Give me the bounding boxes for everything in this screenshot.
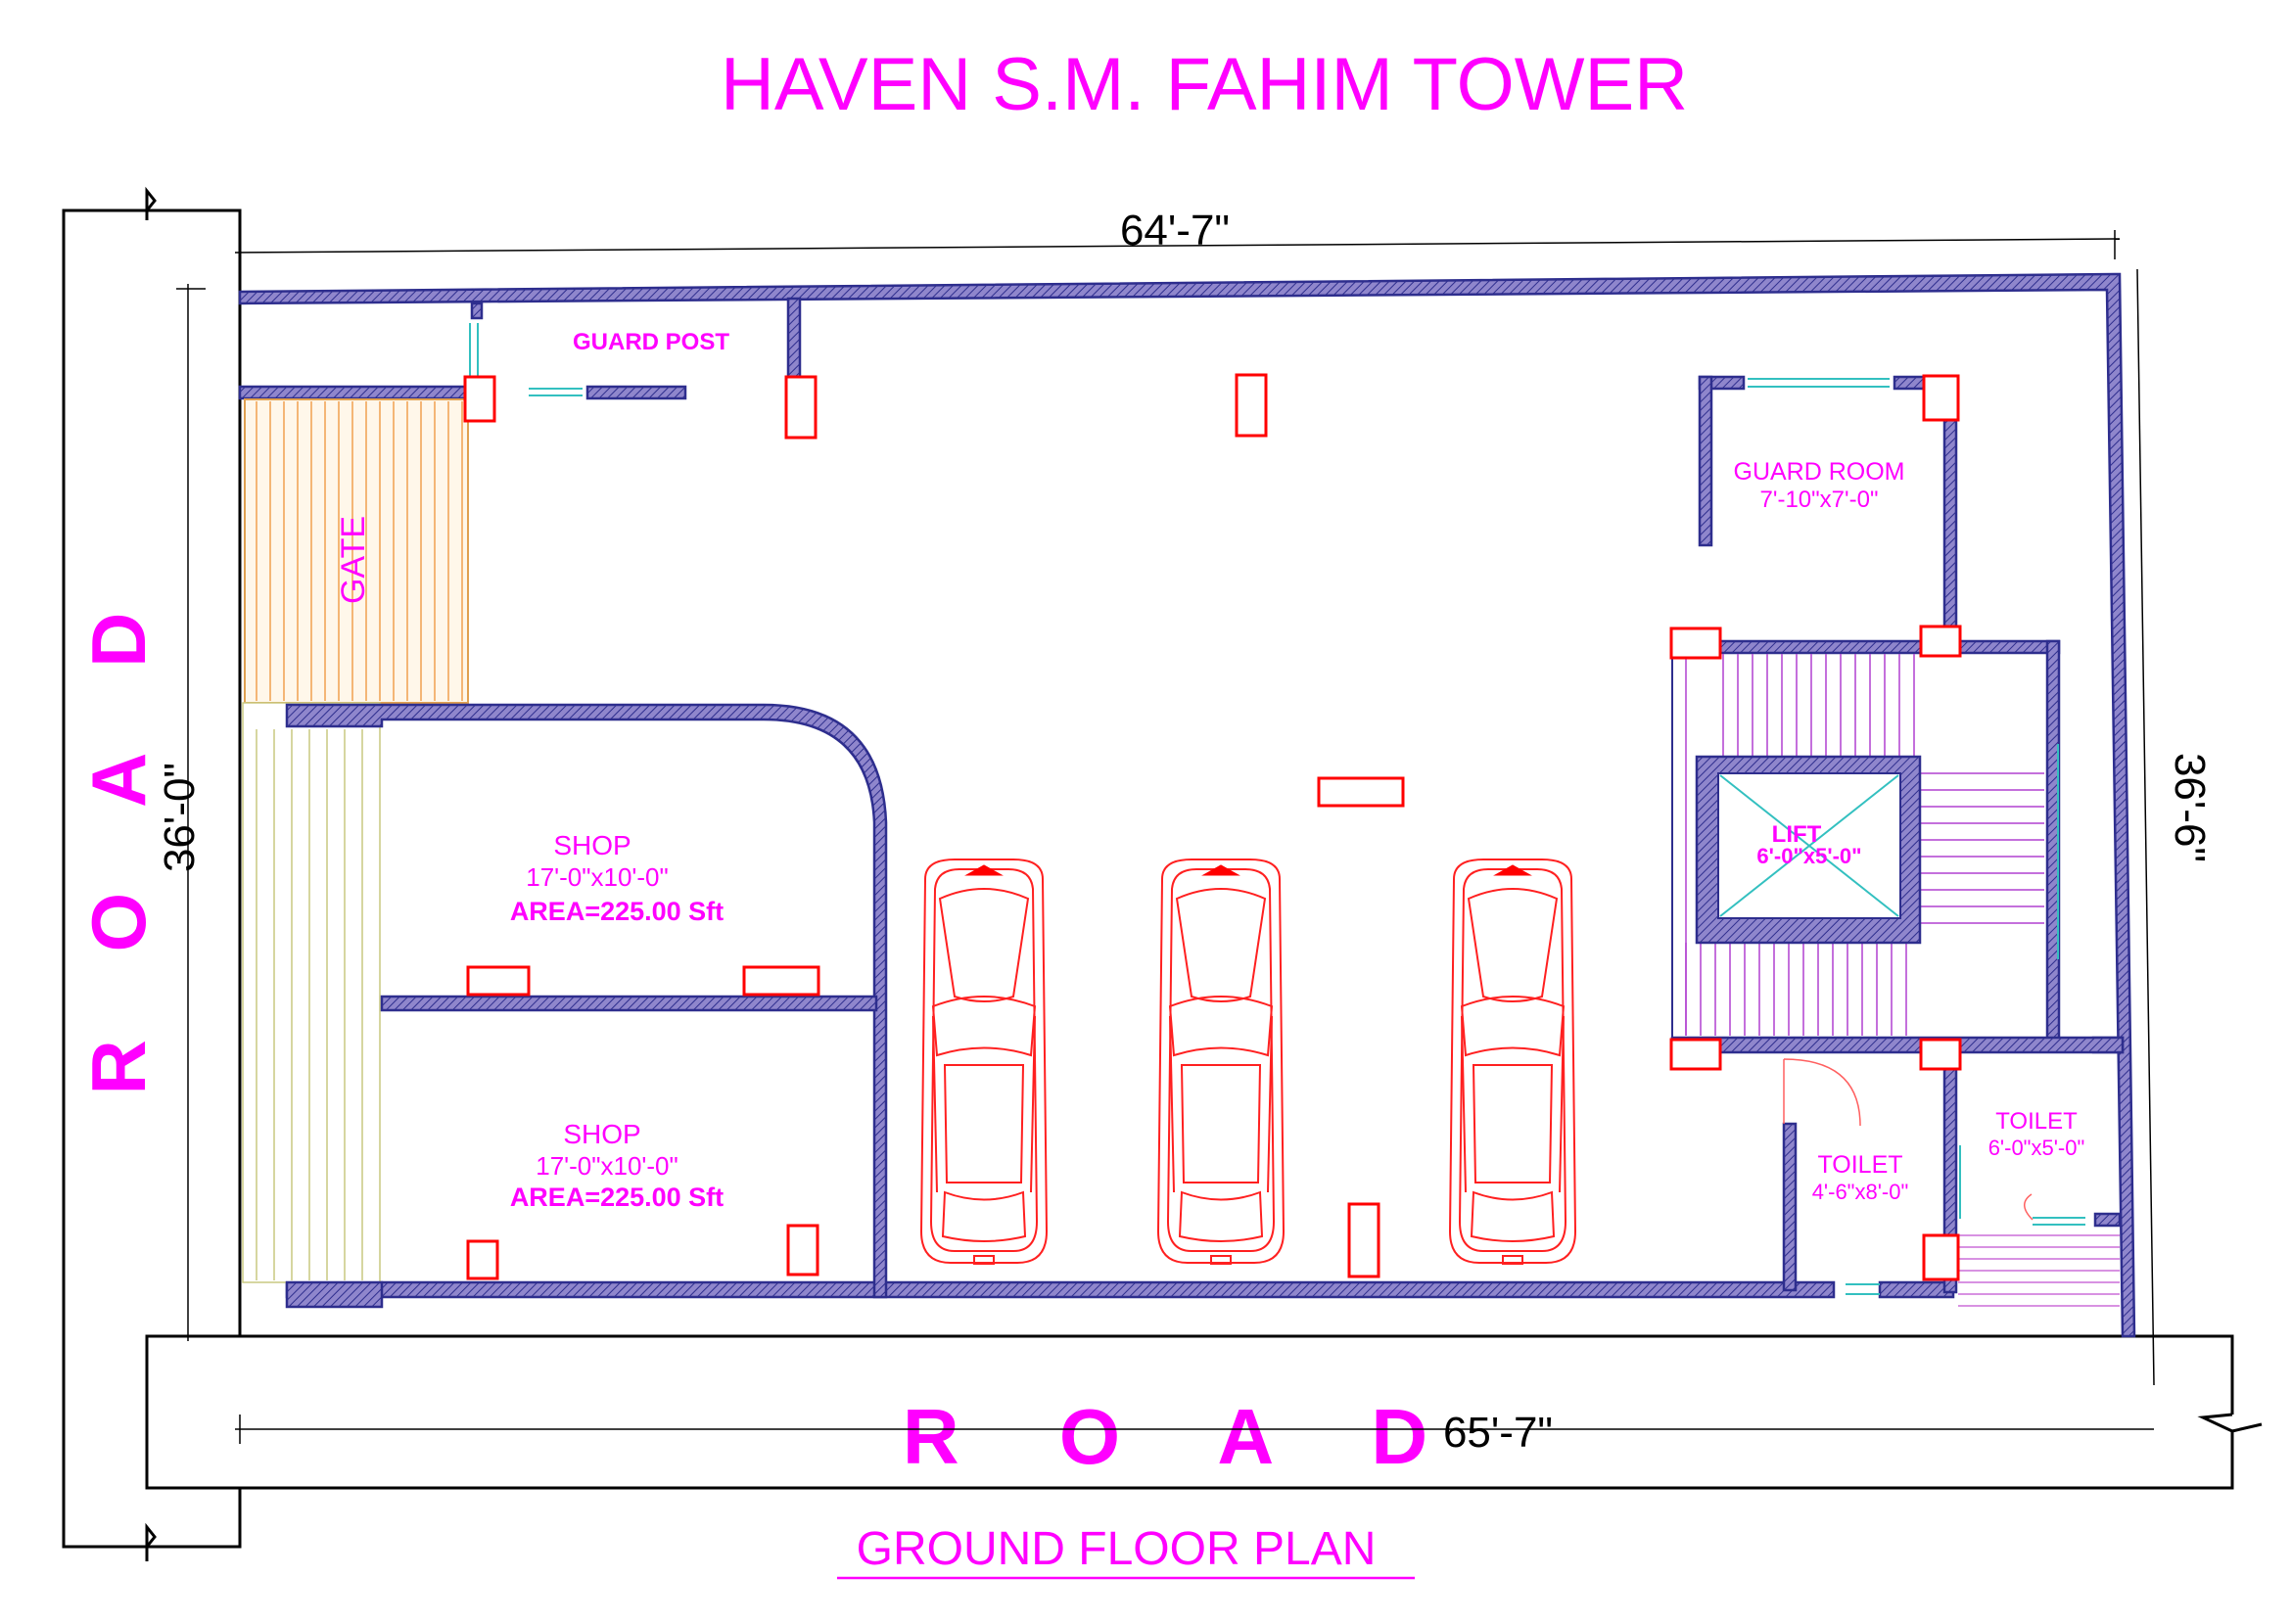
gate-area: GATE [244,398,469,704]
car-roof [943,1064,1025,1183]
toilet1-size: 4'-6"x8'-0" [1812,1180,1909,1204]
car-windshield [1168,996,1274,1057]
column [742,965,820,997]
column [463,375,496,423]
car-plate [1210,1255,1232,1265]
column [1317,776,1405,808]
toilet-walls [1782,1045,2122,1307]
car-side-line [1559,1015,1565,1193]
guard-room-size: 7'-10"x7'-0" [1760,487,1879,513]
car-side-line [932,1015,938,1193]
dimension-bottom: 65'-7" [1443,1409,1553,1457]
shop1-area: AREA=225.00 Sft [510,897,724,926]
column [786,1224,819,1276]
shop1-size: 17'-0"x10'-0" [526,862,668,892]
toilet2-size: 6'-0"x5'-0" [1988,1136,2085,1160]
dimension-top: 64'-7" [1120,207,1230,255]
car-side-line [1461,1015,1467,1193]
car-front-mark [964,864,1004,876]
entrance-steps [242,702,381,1283]
stair-core [1670,639,2125,1054]
car-outline [1166,868,1276,1252]
lift-size: 6'-0"x5'-0" [1756,844,1861,868]
column [784,375,818,440]
car [1156,858,1286,1265]
shop2-name: SHOP [563,1119,640,1149]
car-rear [1178,1190,1264,1242]
car [1448,858,1577,1265]
car-windshield [1460,996,1566,1057]
car-roof [1180,1064,1262,1183]
guard-post-label: GUARD POST [573,329,729,355]
page-title: HAVEN S.M. FAHIM TOWER [721,43,1688,126]
column [1235,373,1268,438]
guard-room-walls [1698,375,1958,638]
car-roof [1472,1064,1554,1183]
guard-post-walls [238,297,802,400]
bottom-road: R O A D [240,1334,2263,1490]
dimension-right: 36'-6" [2166,753,2214,862]
car-hood [938,888,1030,1002]
shop1-name: SHOP [553,830,631,860]
car-windshield [931,996,1037,1057]
gate-label: GATE [335,516,372,604]
car-plate [1502,1255,1523,1265]
car-front-mark [1493,864,1532,876]
car-body [1448,858,1577,1264]
car-side-line [1030,1015,1036,1193]
outer-walls [238,272,2136,1338]
guard-room-name: GUARD ROOM [1734,458,1905,486]
shops-block [285,703,888,1309]
car-hood [1467,888,1559,1002]
column [466,965,531,997]
road-bottom-label: R O A D [903,1393,1467,1480]
left-road: R O A D [62,186,242,1561]
car-outline [1458,868,1567,1252]
car-side-line [1169,1015,1175,1193]
column [1922,374,1960,422]
shop2-area: AREA=225.00 Sft [510,1183,724,1212]
column [1347,1202,1380,1278]
car-rear [1470,1190,1556,1242]
car-front-mark [1201,864,1240,876]
car-plate [973,1255,995,1265]
plan-title: GROUND FLOOR PLAN [857,1523,1377,1575]
dimension-left: 36'-0" [156,763,204,872]
car-outline [929,868,1039,1252]
column [1669,1038,1722,1071]
car-body [919,858,1049,1264]
car [919,858,1049,1265]
car-hood [1175,888,1267,1002]
car-rear [941,1190,1027,1242]
column [1919,625,1962,658]
parked-cars [919,858,1577,1265]
toilet2-name: TOILET [1995,1108,2078,1135]
road-left-label: R O A D [75,580,162,1095]
car-side-line [1267,1015,1273,1193]
lift-name: LIFT [1772,821,1822,848]
car-body [1156,858,1286,1264]
columns [463,373,1962,1281]
dimensions: 64'-7" 65'-7" 36'-0" 36'-6" [156,207,2214,1457]
column [466,1239,499,1280]
toilet1-name: TOILET [1817,1151,1902,1179]
column [1922,1233,1960,1281]
column [1669,626,1722,660]
shop2-size: 17'-0"x10'-0" [536,1151,678,1181]
column [1919,1038,1962,1071]
